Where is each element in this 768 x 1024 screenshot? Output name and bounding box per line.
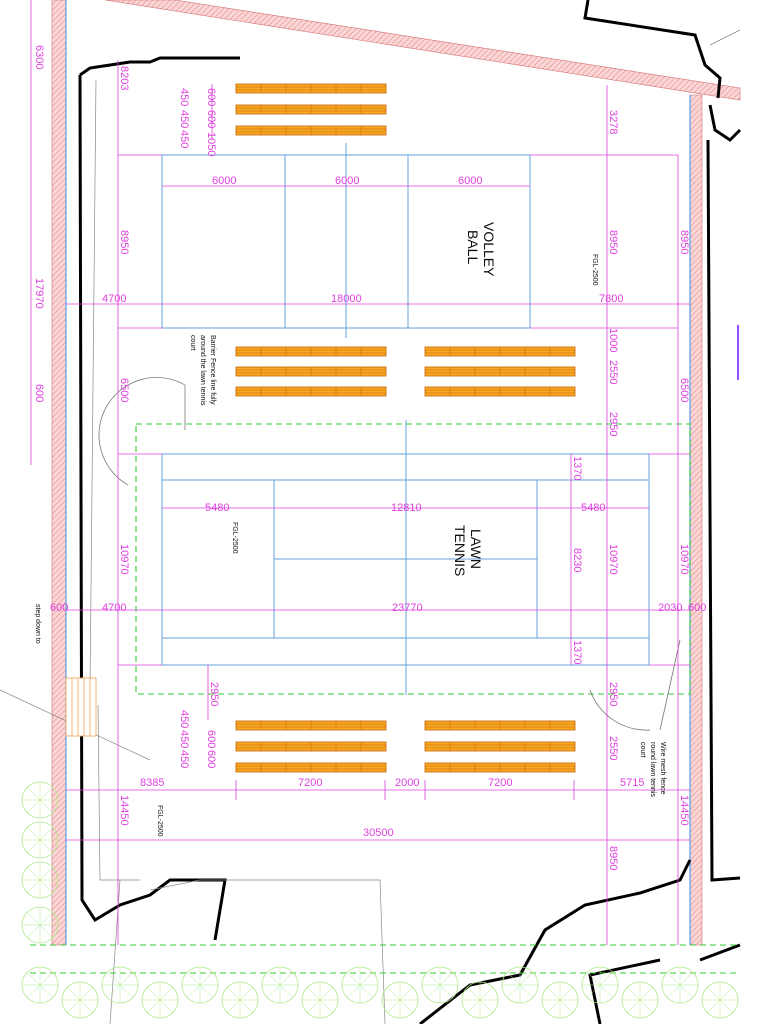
svg-text:23770: 23770 <box>392 602 423 614</box>
volleyball-label: VOLLEY BALL <box>465 222 497 277</box>
svg-text:6000: 6000 <box>458 175 482 187</box>
svg-text:600: 600 <box>205 110 217 128</box>
barrier-fence-note: Barrier Fence line fully around the lawn… <box>189 335 216 406</box>
svg-text:1370: 1370 <box>571 456 583 480</box>
svg-text:LAWN: LAWN <box>468 529 484 569</box>
svg-text:court: court <box>189 335 196 351</box>
svg-text:450: 450 <box>178 750 190 768</box>
svg-text:4700: 4700 <box>102 602 126 614</box>
svg-text:6500: 6500 <box>118 378 130 402</box>
svg-text:1370: 1370 <box>571 640 583 664</box>
svg-text:5480: 5480 <box>205 502 229 514</box>
vertical-dimensions: 6300 8203 17970 600 450 450 450 600 600 … <box>33 45 690 870</box>
svg-text:18000: 18000 <box>331 293 362 305</box>
svg-text:600: 600 <box>205 88 217 106</box>
svg-text:VOLLEY: VOLLEY <box>481 222 497 277</box>
svg-text:17970: 17970 <box>33 278 45 309</box>
svg-text:600: 600 <box>688 602 706 614</box>
svg-text:2550: 2550 <box>607 736 619 760</box>
svg-text:7200: 7200 <box>488 777 512 789</box>
svg-text:7800: 7800 <box>599 293 623 305</box>
svg-text:8950: 8950 <box>118 230 130 254</box>
terrain-thin <box>0 29 741 1024</box>
wire-mesh-note: Wire mesh fence round lawn tennis court <box>639 742 666 797</box>
svg-text:8950: 8950 <box>678 230 690 254</box>
svg-text:TENNIS: TENNIS <box>452 525 468 576</box>
volleyball-court <box>161 143 531 338</box>
fgl-level-2: FGL-2500 <box>231 522 238 554</box>
svg-text:450: 450 <box>178 730 190 748</box>
svg-text:450: 450 <box>178 88 190 106</box>
svg-text:8203: 8203 <box>118 66 130 90</box>
svg-text:2950: 2950 <box>208 682 220 706</box>
svg-text:Barrier Fence line fully: Barrier Fence line fully <box>209 335 216 405</box>
fence-lines <box>30 423 740 974</box>
svg-text:450: 450 <box>178 130 190 148</box>
svg-text:8230: 8230 <box>571 548 583 572</box>
boundary-walls <box>51 0 741 946</box>
svg-text:2000: 2000 <box>395 777 419 789</box>
fgl-level-1: FGL-2500 <box>591 254 598 286</box>
svg-text:600: 600 <box>205 730 217 748</box>
svg-text:450: 450 <box>178 110 190 128</box>
svg-text:6500: 6500 <box>678 378 690 402</box>
svg-text:2550: 2550 <box>607 360 619 384</box>
svg-text:10970: 10970 <box>607 544 619 575</box>
svg-text:600: 600 <box>50 602 68 614</box>
svg-text:600: 600 <box>205 750 217 768</box>
step-down-stairs <box>65 677 97 737</box>
svg-text:12810: 12810 <box>391 502 422 514</box>
svg-text:14450: 14450 <box>118 795 130 826</box>
svg-text:8950: 8950 <box>607 230 619 254</box>
svg-text:7200: 7200 <box>298 777 322 789</box>
svg-text:1050: 1050 <box>205 132 217 156</box>
step-down-note: step down to <box>34 604 41 644</box>
svg-text:4700: 4700 <box>102 293 126 305</box>
svg-text:6300: 6300 <box>33 45 45 69</box>
lawn-tennis-court <box>161 420 650 695</box>
svg-text:court: court <box>639 742 646 758</box>
svg-text:10970: 10970 <box>678 544 690 575</box>
svg-text:450: 450 <box>178 710 190 728</box>
svg-text:2950: 2950 <box>607 412 619 436</box>
svg-text:Wire mesh fence: Wire mesh fence <box>659 742 666 795</box>
svg-text:5715: 5715 <box>620 777 644 789</box>
svg-text:BALL: BALL <box>465 230 481 264</box>
svg-text:30500: 30500 <box>363 827 394 839</box>
svg-text:10970: 10970 <box>118 544 130 575</box>
dimension-lines <box>30 0 739 945</box>
svg-text:round lawn tennis: round lawn tennis <box>649 742 656 797</box>
svg-text:5480: 5480 <box>581 502 605 514</box>
svg-text:6000: 6000 <box>335 175 359 187</box>
svg-text:1000: 1000 <box>607 328 619 352</box>
svg-text:14450: 14450 <box>678 795 690 826</box>
svg-text:around the lawn tennis: around the lawn tennis <box>199 335 206 406</box>
gate-swings <box>98 377 681 731</box>
svg-text:6000: 6000 <box>212 175 236 187</box>
svg-text:2030: 2030 <box>658 602 682 614</box>
svg-text:600: 600 <box>33 384 45 402</box>
svg-text:8385: 8385 <box>140 777 164 789</box>
fgl-level-3: FGL-2500 <box>156 805 163 837</box>
svg-text:3278: 3278 <box>607 110 619 134</box>
svg-text:2950: 2950 <box>607 682 619 706</box>
lawn-tennis-label: LAWN TENNIS <box>452 525 484 576</box>
svg-text:8950: 8950 <box>607 846 619 870</box>
horizontal-dimensions: 6000 6000 6000 4700 18000 7800 5480 1281… <box>50 175 706 839</box>
